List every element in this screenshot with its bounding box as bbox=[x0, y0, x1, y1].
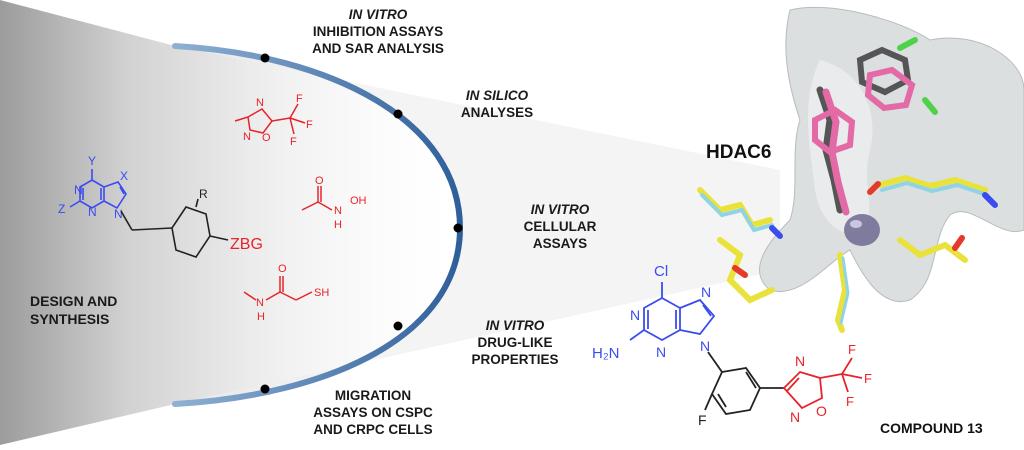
stage-1-line-2: AND SAR ANALYSIS bbox=[312, 41, 444, 56]
c13-oxa-n1: N bbox=[795, 353, 805, 369]
label-n3: N bbox=[88, 205, 97, 219]
oxa-o: O bbox=[262, 132, 271, 144]
arc-dot-2 bbox=[393, 109, 403, 119]
stage-label-4: IN VITRO DRUG-LIKE PROPERTIES bbox=[455, 317, 575, 368]
stage-2-line-1: ANALYSES bbox=[460, 105, 534, 120]
hyd-oh: OH bbox=[350, 195, 367, 207]
zinc-ion bbox=[844, 214, 880, 246]
oxadiazole-fragment bbox=[234, 103, 306, 135]
c13-n1: N bbox=[630, 307, 640, 323]
stage-label-3: IN VITRO CELLULAR ASSAYS bbox=[510, 201, 610, 252]
compound-13-purine bbox=[629, 282, 716, 342]
label-r: R bbox=[199, 187, 208, 201]
zinc-highlight bbox=[850, 220, 862, 228]
mer-sh: SH bbox=[314, 287, 329, 299]
oxa-f3: F bbox=[290, 136, 297, 148]
stage-4-line-1: DRUG-LIKE bbox=[477, 335, 553, 350]
c13-n7: N bbox=[701, 284, 711, 300]
compound-13-oxadiazole bbox=[782, 357, 863, 410]
stage-label-1: IN VITRO INHIBITION ASSAYS AND SAR ANALY… bbox=[298, 6, 458, 57]
mer-h: H bbox=[257, 311, 265, 323]
label-y: Y bbox=[88, 154, 96, 168]
stage-4-line-2: PROPERTIES bbox=[471, 352, 559, 367]
label-n9: N bbox=[114, 207, 123, 221]
stage-5-line-3: AND CRPC CELLS bbox=[313, 422, 433, 437]
c13-oxa-o: O bbox=[816, 403, 827, 419]
arc-dot-1 bbox=[260, 53, 270, 63]
c13-cl: Cl bbox=[654, 263, 668, 280]
stage-5-line-2: ASSAYS ON CSPC bbox=[313, 405, 433, 420]
stage-2-italic: IN SILICO bbox=[465, 88, 529, 103]
label-z: Z bbox=[58, 202, 65, 216]
c13-h2n: H₂N bbox=[592, 345, 620, 362]
stage-5-line-1: MIGRATION bbox=[334, 388, 412, 403]
hyd-o: O bbox=[315, 175, 324, 187]
oxa-n2: N bbox=[243, 131, 251, 143]
residue-sticks bbox=[697, 174, 998, 333]
hydroxamate-fragment bbox=[301, 186, 333, 211]
gray-fan bbox=[0, 0, 460, 445]
c13-f1: F bbox=[848, 342, 856, 357]
c13-oxa-n2: N bbox=[790, 409, 800, 425]
arc-dot-3 bbox=[453, 223, 463, 233]
mercaptoacetamide-fragment bbox=[243, 276, 313, 301]
compound-label: COMPOUND 13 bbox=[880, 420, 983, 436]
design-line-1: DESIGN AND bbox=[30, 293, 118, 309]
design-label: DESIGN AND SYNTHESIS bbox=[30, 292, 117, 328]
target-label: HDAC6 bbox=[706, 142, 772, 163]
label-x: X bbox=[120, 169, 128, 183]
oxa-f1: F bbox=[296, 93, 303, 105]
stage-4-italic: IN VITRO bbox=[485, 318, 545, 333]
c13-f3: F bbox=[846, 394, 854, 409]
design-line-2: SYNTHESIS bbox=[30, 311, 110, 327]
stage-3-italic: IN VITRO bbox=[530, 202, 590, 217]
oxa-f2: F bbox=[306, 119, 313, 131]
c13-n9: N bbox=[700, 338, 710, 354]
stage-label-5: MIGRATION ASSAYS ON CSPC AND CRPC CELLS bbox=[298, 387, 448, 438]
stage-1-line-1: INHIBITION ASSAYS bbox=[312, 24, 444, 39]
oxa-n1: N bbox=[256, 97, 264, 109]
arc-dot-5 bbox=[260, 384, 270, 394]
label-zbg: ZBG bbox=[230, 236, 263, 253]
purine-scaffold bbox=[69, 169, 127, 210]
c13-n3: N bbox=[656, 344, 666, 360]
mer-o: O bbox=[278, 263, 287, 275]
stage-label-2: IN SILICO ANALYSES bbox=[442, 87, 552, 121]
stage-1-italic: IN VITRO bbox=[348, 7, 408, 22]
c13-f2: F bbox=[864, 371, 872, 386]
stage-3-line-2: ASSAYS bbox=[532, 236, 588, 251]
compound-13-benzyl bbox=[704, 351, 784, 415]
label-n1: N bbox=[74, 183, 83, 197]
mer-n: N bbox=[256, 297, 264, 309]
hyd-n: N bbox=[334, 205, 342, 217]
benzyl-linker bbox=[120, 198, 229, 258]
arc-dot-4 bbox=[393, 321, 403, 331]
hyd-h: H bbox=[334, 219, 342, 231]
ligand-sticks bbox=[812, 37, 938, 216]
stage-3-line-1: CELLULAR bbox=[523, 219, 597, 234]
light-beam bbox=[175, 46, 780, 404]
c13-f: F bbox=[698, 412, 707, 428]
